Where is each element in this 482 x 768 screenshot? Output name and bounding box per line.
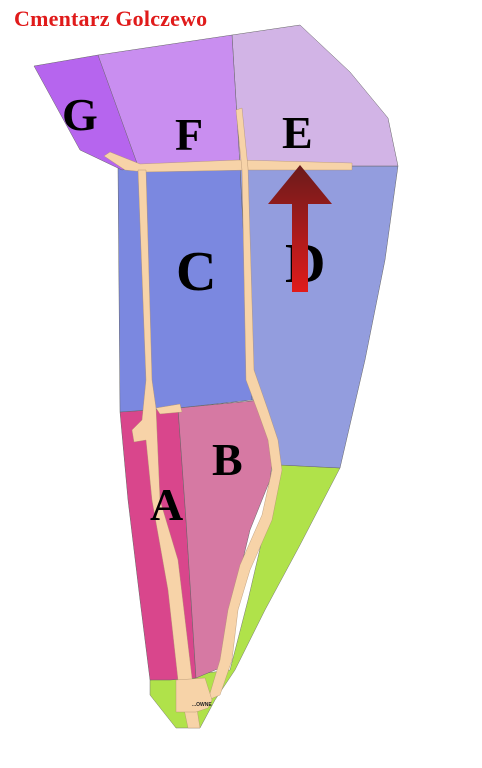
north-arrow-icon bbox=[268, 165, 332, 292]
section-label-b: B bbox=[212, 434, 243, 485]
map-title: Cmentarz Golczewo bbox=[14, 6, 208, 31]
section-label-f: F bbox=[175, 109, 203, 160]
paths bbox=[103, 107, 353, 729]
section-label-a: A bbox=[150, 479, 183, 530]
path-b-top bbox=[155, 403, 183, 415]
section-e[interactable] bbox=[231, 24, 399, 167]
path-right bbox=[207, 107, 283, 701]
section-label-e: E bbox=[282, 107, 313, 158]
green-area bbox=[149, 464, 341, 729]
section-label-g: G bbox=[62, 89, 98, 140]
gate-label: ...OWNE bbox=[192, 702, 212, 708]
path-gate bbox=[175, 677, 213, 713]
path-top bbox=[103, 151, 353, 173]
section-label-c: C bbox=[176, 241, 216, 303]
